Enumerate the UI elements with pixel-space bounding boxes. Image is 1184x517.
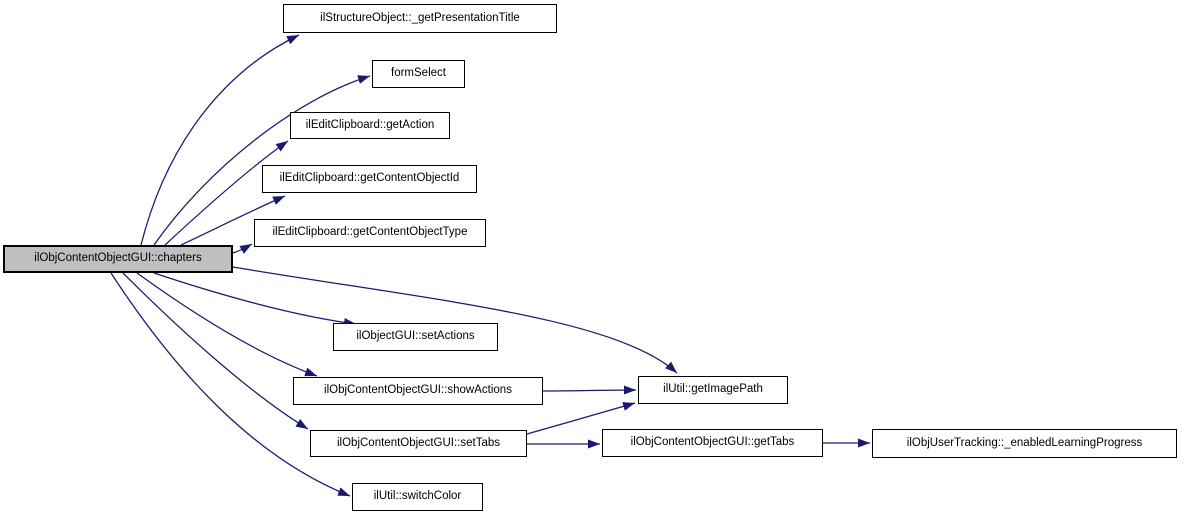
edge-chapters-to-setTabs: [122, 272, 309, 430]
node-getImagePath[interactable]: ilUtil::getImagePath: [638, 376, 788, 404]
node-setTabs[interactable]: ilObjContentObjectGUI::setTabs: [310, 430, 527, 457]
edge-chapters-to-setActions: [153, 272, 357, 327]
node-getAction[interactable]: ilEditClipboard::getAction: [290, 112, 450, 139]
node-getContentObjectType[interactable]: ilEditClipboard::getContentObjectType: [254, 219, 486, 247]
edge-showActions-to-getImagePath: [542, 385, 637, 395]
edge-chapters-to-showActions: [136, 272, 318, 377]
edge-chapters-to-getPresentationTitle: [140, 34, 300, 246]
node-showActions[interactable]: ilObjContentObjectGUI::showActions: [293, 377, 543, 405]
node-setActions[interactable]: ilObjectGUI::setActions: [333, 323, 498, 351]
node-formSelect[interactable]: formSelect: [372, 60, 465, 88]
node-getTabs[interactable]: ilObjContentObjectGUI::getTabs: [602, 429, 823, 457]
node-getPresentationTitle[interactable]: ilStructureObject::_getPresentationTitle: [283, 4, 557, 33]
node-chapters: ilObjContentObjectGUI::chapters: [3, 245, 233, 273]
node-getContentObjectId[interactable]: ilEditClipboard::getContentObjectId: [262, 165, 477, 193]
node-enabledLearningProgress[interactable]: ilObjUserTracking::_enabledLearningProgr…: [872, 429, 1177, 458]
node-switchColor[interactable]: ilUtil::switchColor: [352, 483, 483, 511]
edge-chapters-to-getImagePath: [232, 266, 678, 374]
edge-chapters-to-getContentObjectType: [232, 243, 253, 254]
